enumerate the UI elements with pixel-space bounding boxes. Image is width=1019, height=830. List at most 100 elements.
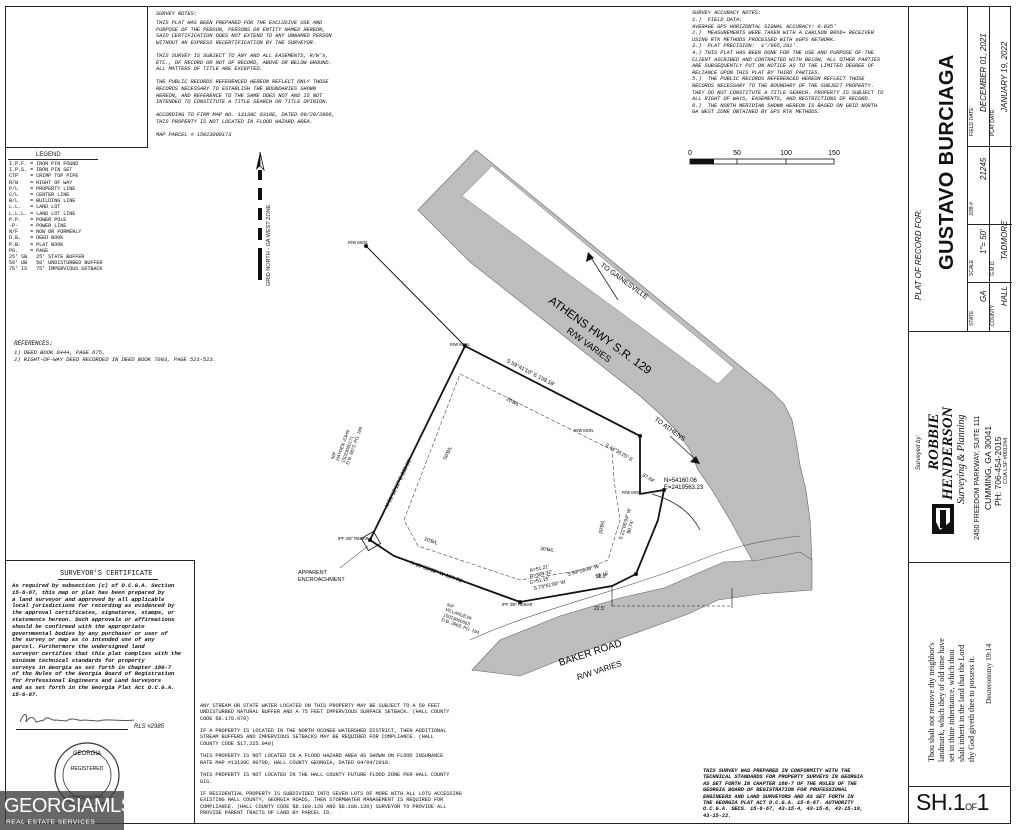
iron-pin-west: IPF 3/8" REBAR <box>338 536 369 541</box>
legend-heading: LEGEND <box>36 152 61 158</box>
survey-notes-line: THIS PROPERTY IS NOT LOCATED IN FLOOD HA… <box>156 118 313 125</box>
bottom-notes-line: STREAM BUFFERS AND IMPERVIOUS SETBACKS M… <box>200 734 434 741</box>
legend-underline <box>8 159 98 160</box>
bottom-notes-line: IF A PROPERTY IS LOCATED IN THE NORTH OC… <box>200 728 447 735</box>
legend-list-line: P/L = PROPERTY LINE <box>9 185 76 192</box>
certificate-text-line: the survey or map as to intended use of … <box>12 636 155 644</box>
state-value: GA <box>979 290 988 302</box>
encroachment-building <box>360 530 382 552</box>
setback-top: 20'B/L <box>505 396 520 408</box>
accuracy-notes-line: USING RTK METHODS PROCESSED WITH eGPS NE… <box>692 36 837 43</box>
legend-list-line: 50' UB 50' UNDISTURBED BUFFER <box>9 260 103 267</box>
firm-name-2: HENDERSON <box>940 406 956 500</box>
site-plan: ATHENS HWY S.R. 129 R/W VARIES TO GAINES… <box>338 149 813 682</box>
legend-list-line: I.P.F. = IRON PIN FOUND <box>9 161 79 167</box>
curve-r: R=309.32' <box>529 569 553 580</box>
survey-notes-line: SAID CERTIFICATION DOES NOT EXTEND TO AN… <box>156 33 332 40</box>
dim-small: 22.5' <box>594 606 605 612</box>
accuracy-notes-line: ALL RIGHT OF WAYS, EASEMENTS, AND RESTRI… <box>692 96 871 103</box>
rw-monument-2: R/W MON. <box>450 342 470 347</box>
certificate-text-line: the approval certificates, signatures, s… <box>12 609 175 617</box>
survey-notes-line: MAP PARCEL # 15023000173 <box>156 132 232 139</box>
certificate-text-line: for Professional Engineers and Land Surv… <box>12 677 162 685</box>
survey-notes-line: INTENDED TO CONSTITUTE A TITLE SEARCH OR… <box>156 99 329 106</box>
legend-list-line: L.L. = LAND LOT <box>9 204 61 211</box>
curve-a: A=51.21' <box>529 564 550 574</box>
field-date-label: FIELD DATE: <box>969 106 975 136</box>
scale-value: 1"= 50' <box>979 229 988 254</box>
accuracy-notes-line: GA WEST ZONE OBTAINED BY GPS RTK METHODS… <box>692 109 821 116</box>
scale-label: SCALE <box>969 259 975 276</box>
dim-small2: 38.2' <box>596 574 607 580</box>
certificate-text-line: governmental bodies by any purchaser or … <box>12 629 168 637</box>
survey-notes-line: WITHOUT AN EXPRESS RECERTIFICATION BY TH… <box>156 39 316 46</box>
conformity-line: AS SET FORTH IN CHAPTER 180-7 OF THE RUL… <box>703 780 857 787</box>
sheet-border <box>5 6 1011 824</box>
client-name: GUSTAVO BURCIAGA <box>936 54 958 270</box>
legend-list-line: N/F = NOW OR FORMERLY <box>9 229 82 236</box>
references-heading: REFERENCES: <box>14 340 53 347</box>
legend-list-line: L.L.L. = LAND LOT LINE <box>9 210 76 217</box>
certificate-text-line: surveyor certifies that this plat compli… <box>12 649 181 657</box>
firm-tagline: Surveying & Planning <box>956 414 967 504</box>
certificate-text-line: local jurisdictions for recording as evi… <box>12 602 175 610</box>
accuracy-notes-line: CLIENT ASCRIBED AND CONTRACTED WITH BELO… <box>692 56 881 63</box>
conformity-line: THE GEORGIA PLAT ACT O.C.G.A. 15-6-67. A… <box>703 800 854 807</box>
info-row-3 <box>967 282 1012 283</box>
verse-text-line: Thou shalt not remove thy neighbor's <box>927 642 936 762</box>
bearing-ne: S 44°35'25" E <box>604 443 634 464</box>
certificate-text-line: 15-6-67. <box>12 690 39 698</box>
certificate-text-line: surveys in Georgia as set forth in Chapt… <box>12 663 172 671</box>
survey-notes-line: ACCORDING TO FIRM MAP NO. 13139C 0310E, … <box>156 112 335 119</box>
road-baker-rw: R/W VARIES <box>576 659 623 682</box>
bottom-notes-line: ANY STREAM OR STATE WATER LOCATED ON THI… <box>200 703 441 709</box>
certificate-text: As required by subsection (c) of O.C.G.A… <box>12 582 181 699</box>
references-list-line: 2) RIGHT-OF-WAY DEED RECORDED IN DEED BO… <box>14 355 216 363</box>
sheet-number: SH.1OF1 <box>916 789 989 816</box>
bottom-notes-line: PROVIDE PARENT TRACTS OF LAND BY PARCEL … <box>200 810 333 817</box>
info-col-line-2 <box>989 6 990 331</box>
sheet-of: OF <box>965 802 977 812</box>
certificate-underline <box>58 579 158 580</box>
setback-bottom2: 30'B/L <box>540 546 555 554</box>
accuracy-notes-line: 6.) THE NORTH MERIDIAN SHOWN HEREON IS B… <box>692 102 877 109</box>
info-row-2 <box>967 224 1012 225</box>
legend-list-line: D.B. = DEED BOOK <box>9 235 64 242</box>
title-section-divider-3 <box>909 786 1011 787</box>
firm-coa: COA LSF #001244 <box>1003 437 1009 484</box>
survey-notes-line: THIS PLAT HAS BEEN PREPARED FOR THE EXCL… <box>156 20 323 26</box>
mls-sub: REAL ESTATE SERVICES <box>6 819 96 826</box>
athens-hwy-median <box>461 165 735 385</box>
firm-logo <box>932 504 954 534</box>
encroachment-label: APPARENT ENCROACHMENT <box>298 570 345 583</box>
rw-monument-4: R/W MON. <box>622 490 642 495</box>
scale-tick-100: 100 <box>780 150 792 157</box>
accuracy-notes-line: 4.) THIS PLAT HAS BEEN DONE FOR THE USE … <box>692 49 874 56</box>
bottom-notes-line: RATE MAP #13139C 0070D, HALL COUNTY GEOR… <box>200 759 391 766</box>
legend-list-line: B/L = BUILDING LINE <box>9 198 76 205</box>
certificate-text-line: should be confirmed with the appropriate <box>12 622 145 630</box>
bearing-east-dist: 90.74' <box>626 520 635 535</box>
bottom-notes-line: GIS. <box>200 778 213 785</box>
seal-top: GEORGIA <box>73 751 101 757</box>
county-value: HALL <box>1000 285 1009 306</box>
bottom-notes-line: THIS PROPERTY IS NOT LOCATED IN THE HALL… <box>200 772 450 779</box>
accuracy-notes-line: 1.) FIELD DATA: <box>692 17 743 23</box>
job-label: JOB # <box>969 202 975 216</box>
survey-notes-line: THIS SURVEY IS SUBJECT TO ANY AND ALL EA… <box>156 52 329 59</box>
title-section-divider-1 <box>909 331 1011 332</box>
accuracy-notes-line: RELIANCE UPON THIS PLAT BY THIRD PARTIES… <box>692 69 821 76</box>
bottom-notes-line: CODE $8.170.070) <box>200 715 250 722</box>
firm-address-2: CUMMING, GA 30041 <box>983 425 993 510</box>
rw-monument-3: R/W MON. <box>574 428 594 433</box>
conformity-statement: THIS SURVEY WAS PREPARED IN CONFORMITY W… <box>703 768 863 819</box>
gmd-value: TADMORE <box>1000 220 1009 260</box>
coord-north: N=54160.06 <box>664 478 698 484</box>
firm-phone: PH: 706-454-2015 <box>993 436 1003 506</box>
certificate-heading: SURVEYOR'S CERTIFICATE <box>60 570 153 578</box>
certificate-text-line: minimum technical standards for property <box>12 656 145 664</box>
firm-address-1: 2450 FREEDOM PARKWAY, SUITE 111 <box>974 415 981 540</box>
certificate-text-line: statements hereon. Such approvals or aff… <box>12 615 175 623</box>
